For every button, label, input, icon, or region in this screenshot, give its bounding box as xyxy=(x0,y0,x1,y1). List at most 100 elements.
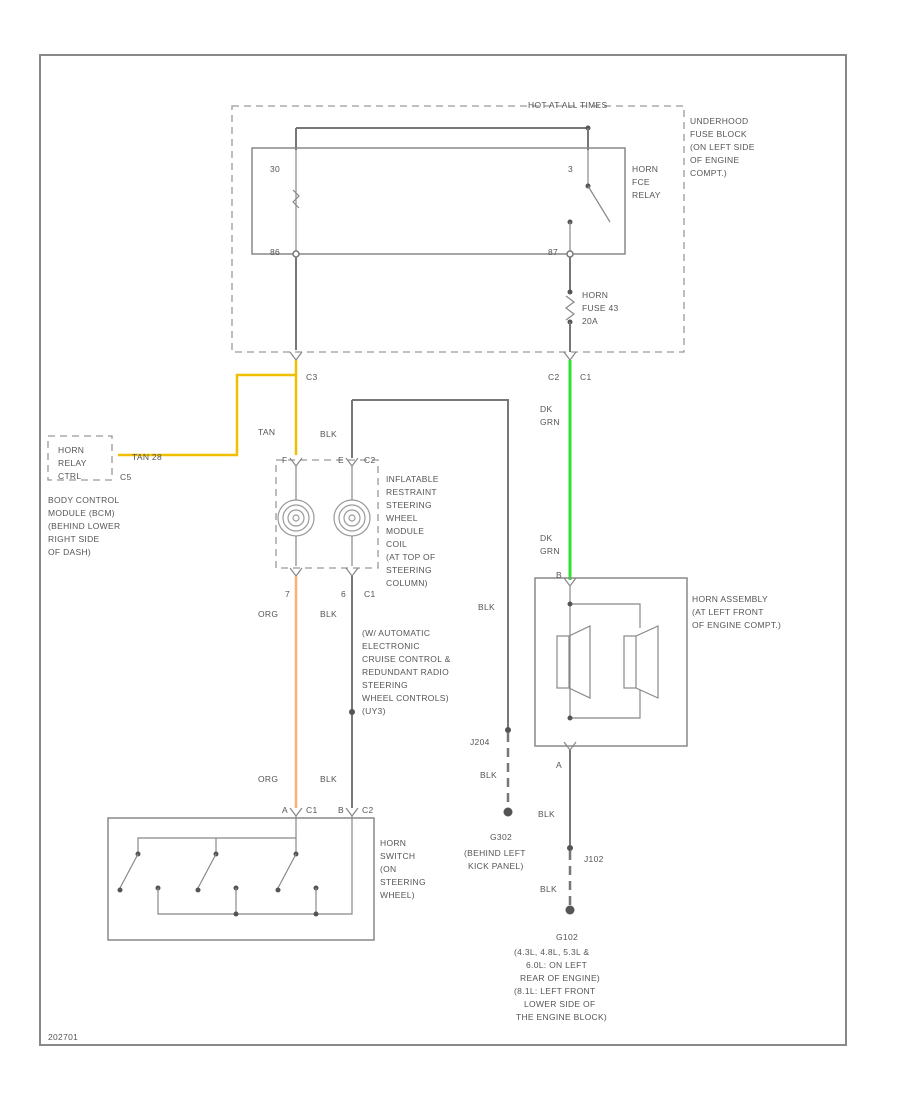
svg-text:REAR OF ENGINE): REAR OF ENGINE) xyxy=(520,973,600,983)
coil-pin-7: 7 xyxy=(285,589,290,599)
svg-text:(BEHIND LEFT: (BEHIND LEFT xyxy=(464,848,526,858)
svg-text:HORN ASSEMBLY: HORN ASSEMBLY xyxy=(692,594,768,604)
svg-text:GRN: GRN xyxy=(540,417,560,427)
svg-text:MODULE: MODULE xyxy=(386,526,424,536)
blk-mid-label: BLK xyxy=(320,609,337,619)
switch-conn-b xyxy=(345,807,359,817)
svg-text:FUSE 43: FUSE 43 xyxy=(582,303,619,313)
blk-wire-splice xyxy=(349,709,355,715)
svg-text:6.0L: ON LEFT: 6.0L: ON LEFT xyxy=(526,960,587,970)
svg-text:STEERING: STEERING xyxy=(386,500,432,510)
blk-right-label: BLK xyxy=(478,602,495,612)
coil-label: INFLATABLE RESTRAINT STEERING WHEEL MODU… xyxy=(386,474,439,588)
svg-text:OF ENGINE COMPT.): OF ENGINE COMPT.) xyxy=(692,620,781,630)
horn-internal-bottom-right xyxy=(570,690,641,719)
connector-c3-label: C3 xyxy=(306,372,317,382)
horn-fuse-symbol xyxy=(565,295,575,321)
horn-speaker-right xyxy=(623,625,659,699)
coil-pin-f: F xyxy=(282,455,288,465)
blk-wire-top-right xyxy=(352,399,509,730)
svg-text:ELECTRONIC: ELECTRONIC xyxy=(362,641,420,651)
svg-text:COLUMN): COLUMN) xyxy=(386,578,428,588)
tan-wire-label: TAN xyxy=(258,427,275,437)
switch-pin-b: B xyxy=(338,805,344,815)
switch-pin-a: A xyxy=(282,805,288,815)
coil-box xyxy=(275,459,379,569)
svg-text:REDUNDANT RADIO: REDUNDANT RADIO xyxy=(362,667,449,677)
relay-pin-87: 87 xyxy=(548,247,558,257)
bcm-pin-label: C5 xyxy=(120,472,131,482)
svg-text:(4.3L, 4.8L, 5.3L &: (4.3L, 4.8L, 5.3L & xyxy=(514,947,589,957)
coil-top-conn-f xyxy=(289,457,303,467)
j204-label: J204 xyxy=(470,737,490,747)
coil-c1-label: C1 xyxy=(364,589,375,599)
svg-text:HORN: HORN xyxy=(582,290,608,300)
svg-text:UNDERHOOD: UNDERHOOD xyxy=(690,116,748,126)
horn-speaker-left xyxy=(556,625,591,699)
g102-label: G102 (4.3L, 4.8L, 5.3L & 6.0L: ON LEFT R… xyxy=(514,932,607,1022)
svg-text:HORN: HORN xyxy=(58,445,84,455)
blk-ground1-label: BLK xyxy=(480,770,497,780)
relay-pin-86: 86 xyxy=(270,247,280,257)
relay-pin-30: 30 xyxy=(270,164,280,174)
blk-lower-label: BLK xyxy=(320,774,337,784)
coil-spiral-right xyxy=(333,499,371,537)
relay-coil-symbol xyxy=(292,189,300,209)
coil-pin-e: E xyxy=(338,455,344,465)
g302-ground-symbol xyxy=(503,807,513,817)
horn-fuse-label: HORN FUSE 43 20A xyxy=(582,290,619,326)
svg-text:G302: G302 xyxy=(490,832,512,842)
horn-splice-top xyxy=(567,601,573,607)
horn-pin-a: A xyxy=(556,760,562,770)
tan-wire-to-bcm xyxy=(118,373,296,457)
dk-grn-bottom-label: DK GRN xyxy=(540,533,560,556)
svg-text:BODY CONTROL: BODY CONTROL xyxy=(48,495,119,505)
svg-text:WHEEL: WHEEL xyxy=(386,513,418,523)
svg-text:HORN: HORN xyxy=(380,838,406,848)
bcm-wire-label: TAN 28 xyxy=(132,452,162,462)
relay-pin-3: 3 xyxy=(568,164,573,174)
svg-text:DK: DK xyxy=(540,404,552,414)
coil-top-conn-e xyxy=(345,457,359,467)
svg-text:RELAY: RELAY xyxy=(632,190,661,200)
diagram-frame xyxy=(39,54,847,1046)
svg-text:GRN: GRN xyxy=(540,546,560,556)
svg-text:HORN: HORN xyxy=(632,164,658,174)
svg-text:INFLATABLE: INFLATABLE xyxy=(386,474,439,484)
svg-text:LOWER SIDE OF: LOWER SIDE OF xyxy=(524,999,595,1009)
dk-grn-top-label: DK GRN xyxy=(540,404,560,427)
coil-c2-label: C2 xyxy=(364,455,375,465)
horn-assembly-box xyxy=(534,577,688,747)
switch-c1-label: C1 xyxy=(306,805,317,815)
horn-relay-box xyxy=(251,147,626,255)
svg-text:STEERING: STEERING xyxy=(380,877,426,887)
horn-switch-label: HORN SWITCH (ON STEERING WHEEL) xyxy=(380,838,426,900)
svg-text:STEERING: STEERING xyxy=(386,565,432,575)
blk-g102-label: BLK xyxy=(540,884,557,894)
coil-bottom-conn-6 xyxy=(345,567,359,577)
g102-ground-symbol xyxy=(565,905,575,915)
svg-text:(W/ AUTOMATIC: (W/ AUTOMATIC xyxy=(362,628,430,638)
bcm-horn-relay-ctrl-label: HORN RELAY CTRL xyxy=(58,445,86,481)
bcm-box xyxy=(47,435,113,481)
horn-relay-label: HORN FCE RELAY xyxy=(632,164,661,200)
g302-label: G302 (BEHIND LEFT KICK PANEL) xyxy=(464,832,526,871)
horn-splice-bottom xyxy=(567,715,573,721)
blk-top-label: BLK xyxy=(320,429,337,439)
j102-label: J102 xyxy=(584,854,604,864)
fuse-top-node xyxy=(567,289,573,295)
j102-splice xyxy=(567,845,573,851)
switch-c2-label: C2 xyxy=(362,805,373,815)
fuse-block-label: UNDERHOOD FUSE BLOCK (ON LEFT SIDE OF EN… xyxy=(690,116,754,178)
connector-c2-label: C2 xyxy=(548,372,559,382)
svg-text:OF ENGINE: OF ENGINE xyxy=(690,155,739,165)
horn-pin-b: B xyxy=(556,570,562,580)
org-upper-label: ORG xyxy=(258,609,278,619)
fuse-block-outline xyxy=(231,105,685,353)
svg-text:WHEEL CONTROLS): WHEEL CONTROLS) xyxy=(362,693,449,703)
relay-terminal-87 xyxy=(566,250,574,258)
relay-terminal-86 xyxy=(292,250,300,258)
relay-switch-arm xyxy=(587,185,611,223)
document-id: 202701 xyxy=(48,1032,78,1042)
